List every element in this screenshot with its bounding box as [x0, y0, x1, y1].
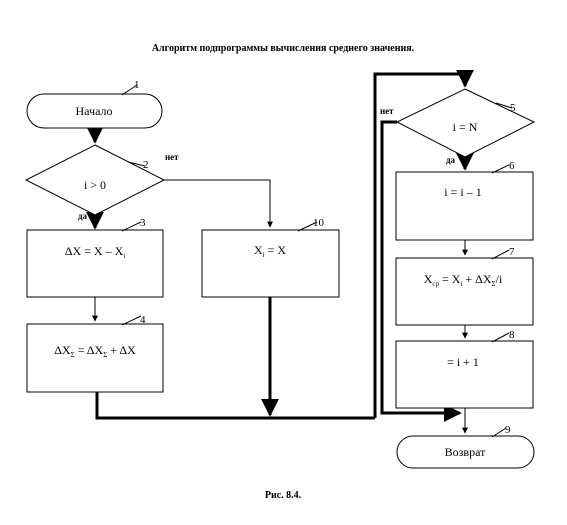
- block-process-10: Xi = X 10: [201, 217, 340, 298]
- block-number-tick: [121, 221, 142, 232]
- block-number-tick: [491, 332, 510, 343]
- block-decision-label: i = N: [453, 120, 478, 134]
- block-process-4: ΔXΣ = ΔXΣ + ΔX 4: [26, 314, 164, 393]
- branch-label-no: нет: [380, 106, 394, 116]
- branch-label-yes: да: [446, 155, 456, 165]
- block-start: Начало 1: [26, 79, 163, 129]
- block-decision-i-eq-n: i = N 5 нет да: [380, 88, 536, 165]
- block-number-2: 2: [143, 159, 149, 171]
- block-decision-i-gt-0: i > 0 2 нет да: [24, 144, 179, 221]
- block-8-label: = i + 1: [447, 355, 479, 369]
- block-decision-label: i > 0: [84, 178, 106, 192]
- process-shape: [395, 340, 534, 409]
- branch-label-no: нет: [165, 152, 179, 162]
- block-3-label: ΔX = X – Xi: [65, 244, 125, 260]
- block-number-1: 1: [134, 79, 140, 91]
- block-end-label: Возврат: [445, 445, 486, 459]
- block-process-8: = i + 1 8: [395, 329, 534, 409]
- block-number-5: 5: [510, 102, 516, 114]
- terminator-shape: [396, 435, 535, 469]
- block-10-label: Xi = X: [254, 243, 286, 259]
- process-shape: [26, 323, 164, 393]
- block-number-4: 4: [140, 314, 146, 326]
- block-number-tick: [121, 315, 142, 326]
- process-shape: [395, 171, 534, 241]
- decision-shape: [395, 88, 536, 158]
- terminator-shape: [26, 93, 163, 129]
- block-process-3: ΔX = X – Xi 3: [26, 217, 164, 298]
- connector-4-merge: [95, 392, 375, 420]
- block-number-7: 7: [509, 246, 515, 258]
- block-number-tick: [491, 164, 510, 174]
- connector-2-10: [164, 179, 273, 228]
- block-number-3: 3: [140, 217, 146, 229]
- process-shape: [26, 229, 164, 298]
- block-number-9: 9: [505, 424, 511, 436]
- block-number-6: 6: [509, 160, 515, 172]
- block-process-6: i = i – 1 6: [395, 160, 534, 241]
- block-number-tick: [121, 84, 138, 96]
- block-number-tick: [491, 249, 510, 260]
- block-number-tick: [495, 102, 513, 109]
- block-number-10: 10: [313, 217, 325, 229]
- connector-5-loop: [380, 120, 462, 422]
- block-number-tick: [297, 221, 318, 232]
- block-6-label: i = i – 1: [444, 185, 481, 199]
- process-shape: [201, 229, 340, 298]
- branch-label-yes: да: [78, 211, 88, 221]
- figure-caption: Рис. 8.4.: [265, 490, 302, 501]
- block-number-8: 8: [509, 329, 515, 341]
- block-7-label: Xср = Xi + ΔXΣ/i: [424, 272, 503, 288]
- block-number-tick: [127, 161, 146, 167]
- block-end: Возврат 9: [396, 424, 535, 469]
- process-shape: [395, 257, 534, 326]
- diagram-title: Алгоритм подпрограммы вычисления среднег…: [152, 43, 415, 54]
- block-4-label: ΔXΣ = ΔXΣ + ΔX: [54, 343, 136, 359]
- connector-merge-5: [373, 69, 474, 418]
- block-process-7: Xср = Xi + ΔXΣ/i 7: [395, 246, 534, 326]
- block-number-tick: [491, 427, 507, 438]
- block-start-label: Начало: [76, 104, 113, 118]
